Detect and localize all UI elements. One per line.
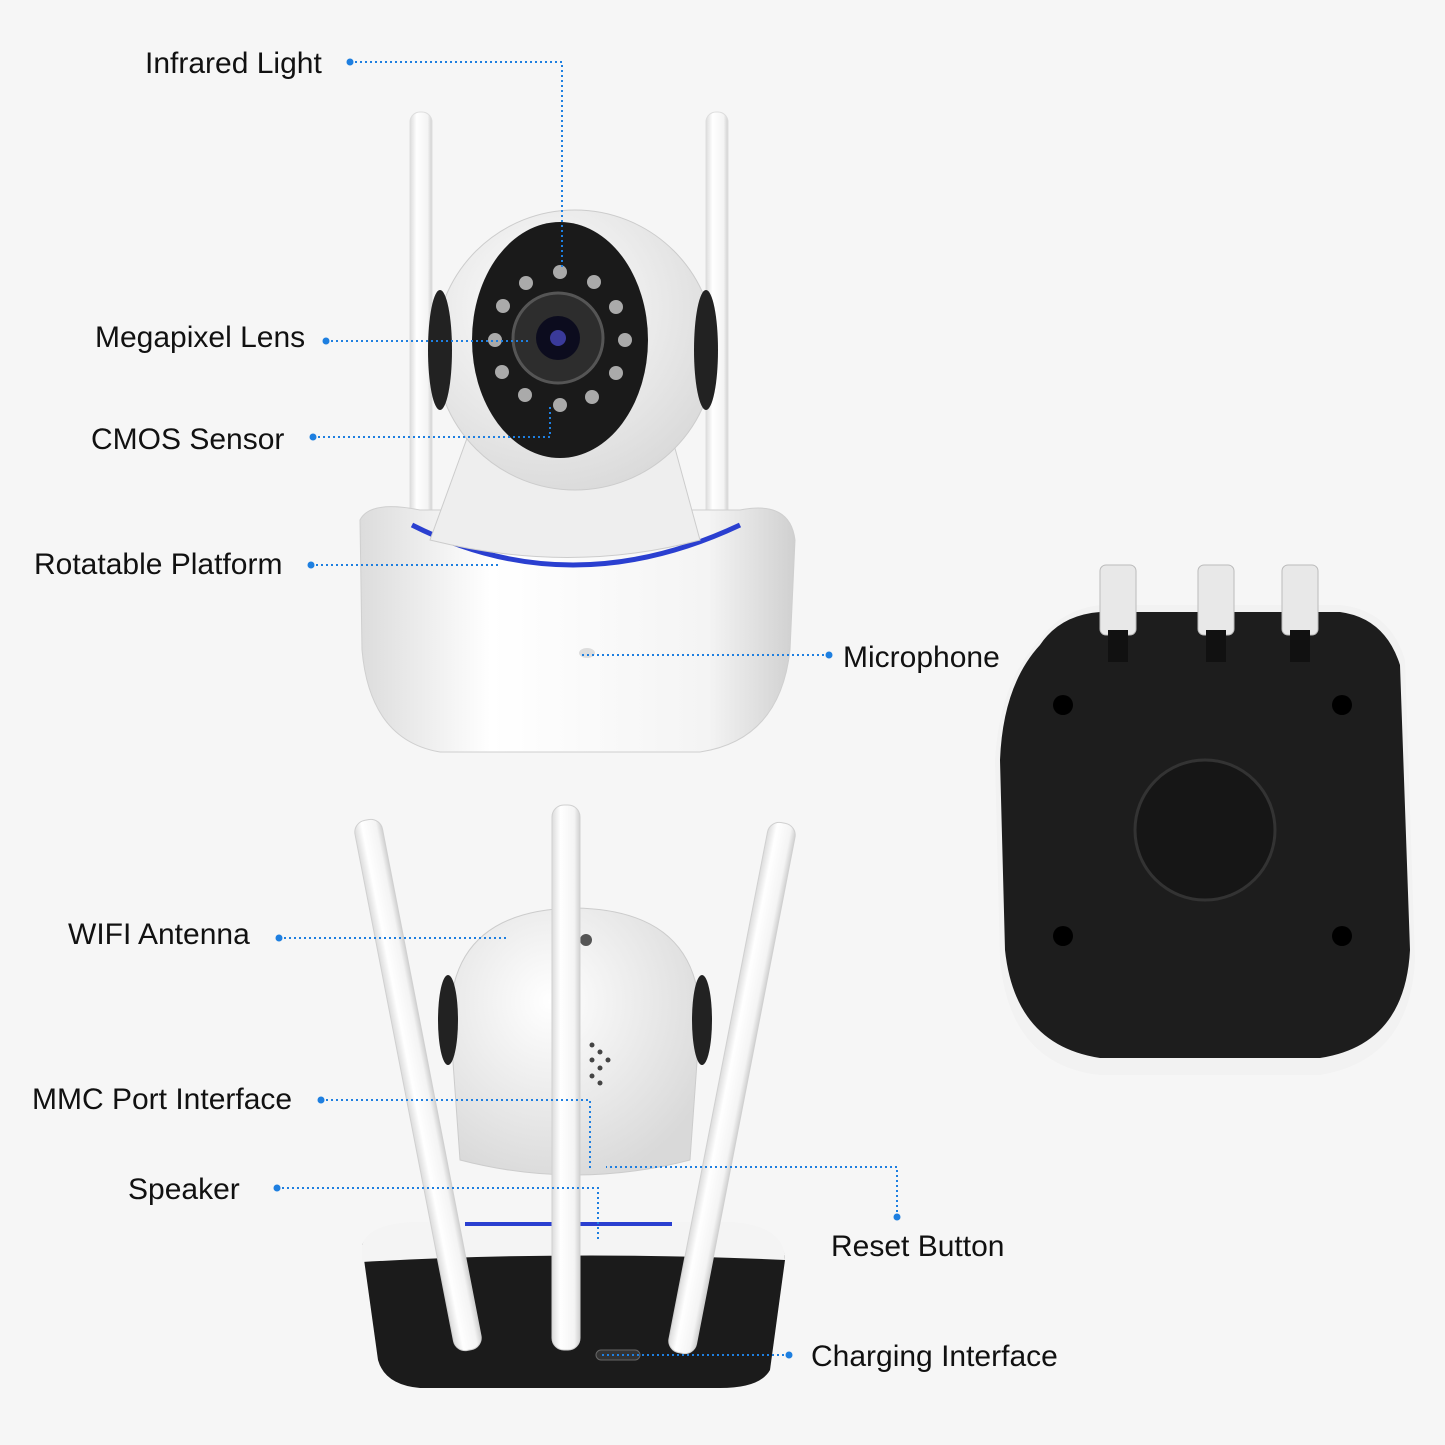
label-cmos-sensor: CMOS Sensor: [91, 423, 284, 456]
label-wifi-antenna: WIFI Antenna: [68, 918, 250, 951]
camera-bottom-view: [995, 564, 1415, 1075]
label-megapixel-lens: Megapixel Lens: [95, 321, 305, 354]
camera-front-view: [359, 111, 796, 753]
label-infrared-light: Infrared Light: [145, 47, 322, 80]
leader-lines: [273, 58, 901, 1359]
label-speaker: Speaker: [128, 1173, 240, 1206]
label-charging-interface: Charging Interface: [811, 1340, 1058, 1373]
label-reset-button: Reset Button: [831, 1230, 1004, 1263]
label-rotatable-platform: Rotatable Platform: [34, 548, 282, 581]
label-microphone: Microphone: [843, 641, 1000, 674]
label-mmc-port: MMC Port Interface: [32, 1083, 292, 1116]
microphone-hole: [579, 648, 595, 658]
camera-back-view: [354, 804, 796, 1388]
